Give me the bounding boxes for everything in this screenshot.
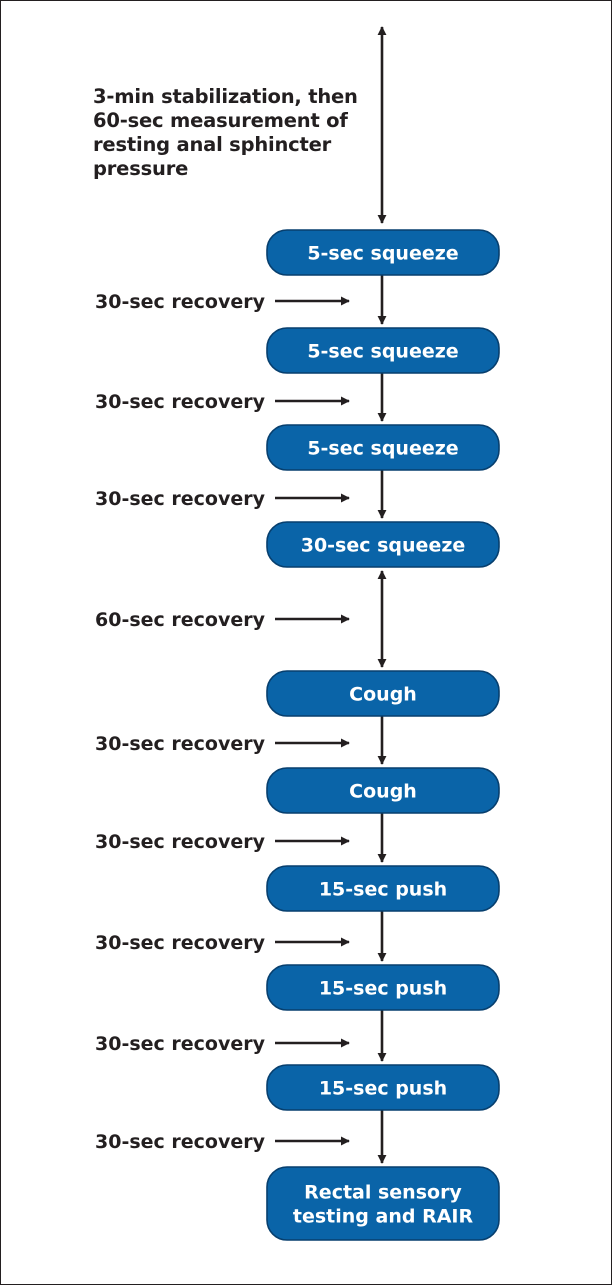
step-box-shape [266,865,500,912]
recovery-label: 30-sec recovery [95,831,266,853]
step-box-shape [266,1064,500,1111]
step-label: testing and RAIR [293,1206,474,1228]
step-box: 5-sec squeeze [266,229,500,276]
recovery-label: 30-sec recovery [95,733,266,755]
intro-line: resting anal sphincter [93,133,332,156]
step-label: 5-sec squeeze [307,243,458,265]
step-label: 15-sec push [319,978,447,1000]
step-box-shape [266,767,500,814]
recovery-label: 30-sec recovery [95,1033,266,1055]
step-box: Cough [266,670,500,717]
step-box-shape [266,964,500,1011]
step-label: Cough [349,684,417,706]
recovery-label: 30-sec recovery [95,932,266,954]
recovery-label: 30-sec recovery [95,1131,266,1153]
intro-text: 3-min stabilization, then 60-sec measure… [93,85,383,181]
intro-line: pressure [93,157,189,180]
step-box: 30-sec squeeze [266,521,500,568]
step-box: Cough [266,767,500,814]
step-label: 15-sec push [319,879,447,901]
step-label: 5-sec squeeze [307,438,458,460]
step-label: 15-sec push [319,1078,447,1100]
step-box: 15-sec push [266,865,500,912]
step-label: 30-sec squeeze [301,535,466,557]
step-label: Cough [349,781,417,803]
intro-line: 3-min stabilization, then [93,85,358,108]
step-box-shape [266,424,500,471]
step-box-shape [266,327,500,374]
recovery-label: 30-sec recovery [95,488,266,510]
intro-line: 60-sec measurement of [93,109,348,132]
step-box-shape [266,670,500,717]
step-label: 5-sec squeeze [307,341,458,363]
recovery-label: 60-sec recovery [95,609,266,631]
step-box: 15-sec push [266,1064,500,1111]
step-box-shape [266,229,500,276]
step-box-shape [266,1166,500,1241]
recovery-label: 30-sec recovery [95,291,266,313]
step-box: 5-sec squeeze [266,327,500,374]
step-label: Rectal sensory [304,1182,462,1204]
recovery-label: 30-sec recovery [95,391,266,413]
step-box: 15-sec push [266,964,500,1011]
step-box-shape [266,521,500,568]
step-box: 5-sec squeeze [266,424,500,471]
